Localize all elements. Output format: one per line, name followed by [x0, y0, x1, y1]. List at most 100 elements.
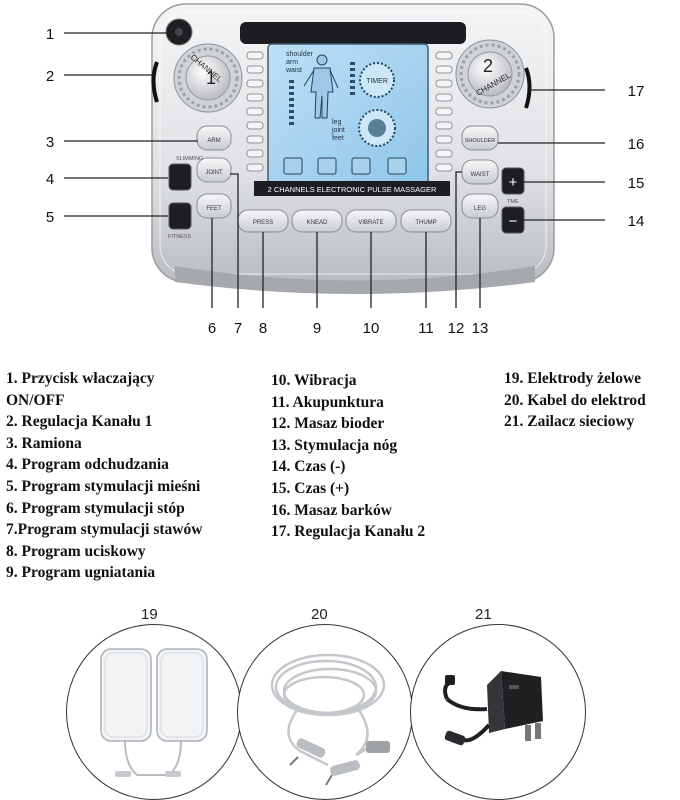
callout-7: 7: [234, 320, 242, 337]
mode-dial: [358, 109, 396, 147]
thump-button[interactable]: THUMP: [400, 209, 452, 233]
channel-2-digit: 2: [483, 56, 493, 76]
legend-item: 13. Stymulacja nóg: [271, 436, 398, 454]
time-plus-label: +: [509, 174, 518, 191]
accessory-21-circle: [410, 624, 586, 800]
channel-1-digit: 1: [206, 68, 216, 88]
legend-item: 2. Regulacja Kanału 1: [6, 413, 153, 431]
callout-13: 13: [472, 320, 489, 337]
tme-label: TME: [507, 199, 519, 205]
legend-item: 17. Regulacja Kanału 2: [271, 523, 426, 541]
callout-15: 15: [628, 175, 645, 192]
power-adapter-icon: [443, 671, 543, 746]
waist-button-label: WAIST: [471, 172, 490, 178]
press-button[interactable]: PRESS: [237, 209, 289, 233]
timer-dial: TIMER: [359, 62, 395, 98]
slimming-button[interactable]: [168, 163, 192, 191]
time-minus-label: −: [509, 213, 518, 230]
callout-9: 9: [313, 320, 321, 337]
callout-16: 16: [628, 136, 645, 153]
arm-button[interactable]: ARM: [196, 125, 232, 151]
accessory-21-number: 21: [475, 606, 492, 623]
feet-button-label: FEET: [206, 206, 222, 212]
lcd-screen: shoulder arm waist leg joint feet TIMER: [267, 43, 429, 185]
screen-caption: 2 CHANNELS ELECTRONIC PULSE MASSAGER: [268, 185, 437, 194]
legend-column-3: 19. Elektrody żelowe 20. Kabel do elektr…: [504, 368, 680, 433]
legend-item: 16. Masaz barków: [271, 501, 392, 519]
channel-2-knob[interactable]: 2 CHANNEL: [455, 39, 525, 109]
lcd-label-arm: arm: [286, 59, 298, 66]
legend-item: 5. Program stymulacji mieśni: [6, 477, 201, 495]
legend-item: 9. Program ugniatania: [6, 564, 156, 582]
legend-item: 15. Czas (+): [271, 479, 350, 497]
legend-item: 14. Czas (-): [271, 458, 346, 476]
thump-button-label: THUMP: [415, 220, 436, 226]
legend-item: ON/OFF: [6, 391, 65, 409]
feet-button[interactable]: FEET: [196, 193, 232, 219]
electrode-cable-icon: [270, 653, 390, 786]
legend-item: 11. Akupunktura: [271, 393, 384, 411]
accessory-19-number: 19: [141, 606, 158, 623]
callout-4: 4: [46, 171, 54, 188]
callout-2: 2: [46, 68, 54, 85]
joint-button[interactable]: JOINT: [196, 157, 232, 183]
legend-item: 20. Kabel do elektrod: [504, 391, 646, 409]
device-diagram: 1 CHANNEL 2 CHANNEL shoulder arm waist l…: [46, 3, 645, 337]
knead-button-label: KNEAD: [307, 220, 328, 226]
knead-button[interactable]: KNEAD: [291, 209, 343, 233]
shoulder-button[interactable]: SHOULDER: [461, 125, 499, 151]
accessory-20-number: 20: [311, 606, 328, 623]
legend-item: 3. Ramiona: [6, 434, 82, 452]
callout-1: 1: [46, 26, 54, 43]
legend-column-2: 10. Wibracja 11. Akupunktura 12. Masaz b…: [271, 370, 491, 543]
callout-11: 11: [418, 320, 434, 337]
legend-item: 7.Program stymulacji stawów: [6, 521, 203, 539]
legend-item: 10. Wibracja: [271, 372, 357, 389]
gel-electrode-pads-icon: [100, 648, 208, 777]
channel-1-knob[interactable]: 1 CHANNEL: [173, 43, 243, 113]
legend-column-1: 1. Przycisk właczający ON/OFF 2. Regulac…: [6, 368, 256, 584]
leg-button-label: LEG: [474, 206, 486, 212]
callout-8: 8: [259, 320, 267, 337]
callout-numbers: 1 2 3 4 5 6 7 8 9 10 11 12 13 14 15 16 1…: [46, 26, 645, 337]
lcd-label-shoulder: shoulder: [286, 51, 314, 58]
channel-2-accent: [524, 67, 532, 109]
leg-button[interactable]: LEG: [461, 193, 499, 219]
accessory-20-circle: [237, 624, 413, 800]
callout-10: 10: [363, 320, 380, 337]
mode-icon-row: [283, 157, 407, 175]
callout-3: 3: [46, 134, 54, 151]
legend-item: 12. Masaz bioder: [271, 415, 385, 433]
level-meter-left: [289, 80, 294, 125]
callout-12: 12: [448, 320, 465, 337]
callout-14: 14: [628, 213, 645, 230]
lcd-label-leg: leg: [332, 119, 341, 126]
lcd-indicator-bars: [246, 51, 453, 172]
waist-button[interactable]: WAIST: [461, 159, 499, 185]
legend-item: 21. Zailacz sieciowy: [504, 413, 635, 431]
press-button-label: PRESS: [253, 220, 273, 226]
time-plus-button[interactable]: +: [501, 167, 525, 195]
timer-label: TIMER: [366, 78, 388, 85]
callout-17: 17: [628, 83, 645, 100]
vibrate-button[interactable]: VIBRATE: [345, 209, 397, 233]
callout-leaders: [64, 32, 605, 308]
fitness-button[interactable]: [168, 202, 192, 230]
legend-item: 8. Program uciskowy: [6, 542, 146, 560]
slimming-label: SLIMMING: [176, 156, 203, 162]
shoulder-button-label: SHOULDER: [465, 138, 496, 144]
power-button[interactable]: [165, 18, 193, 46]
screen-caption-bar: [254, 181, 450, 196]
joint-button-label: JOINT: [205, 170, 223, 176]
channel-1-accent: [151, 61, 159, 103]
legend-item: 6. Program stymulacji stóp: [6, 499, 185, 517]
callout-6: 6: [208, 320, 216, 337]
lcd-label-feet: feet: [332, 135, 344, 142]
arm-button-label: ARM: [207, 138, 220, 144]
legend-item: 1. Przycisk właczający: [6, 370, 155, 387]
lcd-label-waist: waist: [285, 67, 302, 74]
time-minus-button[interactable]: −: [501, 206, 525, 234]
vibrate-button-label: VIBRATE: [358, 220, 383, 226]
level-meter-right: [350, 62, 355, 95]
legend-item: 19. Elektrody żelowe: [504, 370, 642, 387]
